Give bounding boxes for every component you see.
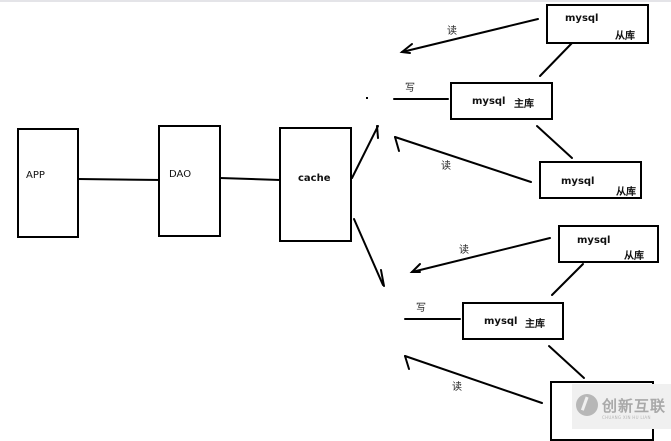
watermark-subtext: CHUANG XIN HU LIAN	[602, 415, 651, 420]
link-master-slave-bottom-2	[548, 345, 585, 379]
link-app-dao	[77, 178, 163, 181]
mysql-master-top: mysql 主库	[450, 82, 553, 120]
dao-box: DAO	[158, 125, 221, 237]
role-label: 从库	[615, 31, 635, 42]
mysql-label: mysql	[565, 13, 599, 24]
cache-label: cache	[298, 173, 331, 184]
read-label-bottom-2: 读	[452, 382, 462, 393]
arrow-cache-down	[353, 218, 384, 286]
role-label: 从库	[616, 187, 636, 198]
arrow-read-top-2	[394, 136, 532, 183]
watermark-text: 创新互联	[602, 397, 667, 415]
arrow-cache-up-head	[376, 125, 379, 139]
arrow-cache-up	[351, 125, 379, 179]
write-label-top: 写	[405, 83, 415, 94]
write-label-bottom: 写	[416, 303, 426, 314]
mysql-label: mysql	[472, 96, 506, 107]
arrow-cache-down-head	[380, 269, 385, 287]
top-border	[0, 0, 671, 2]
mysql-slave-top-1: mysql 从库	[546, 4, 649, 44]
role-label: 主库	[525, 319, 545, 330]
link-master-slave-bottom-1	[551, 263, 584, 296]
dot-marker	[366, 97, 368, 99]
mysql-slave-bottom-1: mysql 从库	[558, 225, 659, 263]
arrow-read-top-1-head	[399, 43, 413, 54]
read-label-bottom-1: 读	[459, 245, 469, 256]
mysql-slave-top-2: mysql 从库	[539, 161, 642, 199]
mysql-label: mysql	[577, 235, 611, 246]
cache-box: cache	[279, 127, 352, 242]
read-label-top-2: 读	[441, 161, 451, 172]
mysql-label: mysql	[561, 176, 595, 187]
watermark-logo-icon	[576, 394, 598, 416]
role-label: 主库	[514, 99, 534, 110]
link-master-slave-top-2	[536, 125, 573, 159]
mysql-master-bottom: mysql 主库	[462, 302, 564, 340]
arrow-read-bottom-1-head	[409, 263, 421, 273]
connector-lines	[77, 18, 585, 404]
app-box: APP	[17, 128, 79, 238]
read-label-top-1: 读	[447, 26, 457, 37]
arrow-read-bottom-2-head	[404, 355, 410, 370]
role-label: 从库	[624, 251, 644, 262]
link-dao-cache	[219, 177, 281, 181]
app-label: APP	[26, 170, 45, 181]
watermark: 创新互联 CHUANG XIN HU LIAN	[572, 384, 671, 429]
arrow-read-top-2-head	[394, 136, 400, 152]
mysql-label: mysql	[484, 316, 518, 327]
link-master-slave-top-1	[539, 42, 573, 77]
arrow-read-top-1	[401, 18, 539, 53]
arrow-read-bottom-2	[404, 355, 543, 404]
dao-label: DAO	[169, 169, 192, 180]
arrow-read-bottom-1	[411, 237, 551, 273]
